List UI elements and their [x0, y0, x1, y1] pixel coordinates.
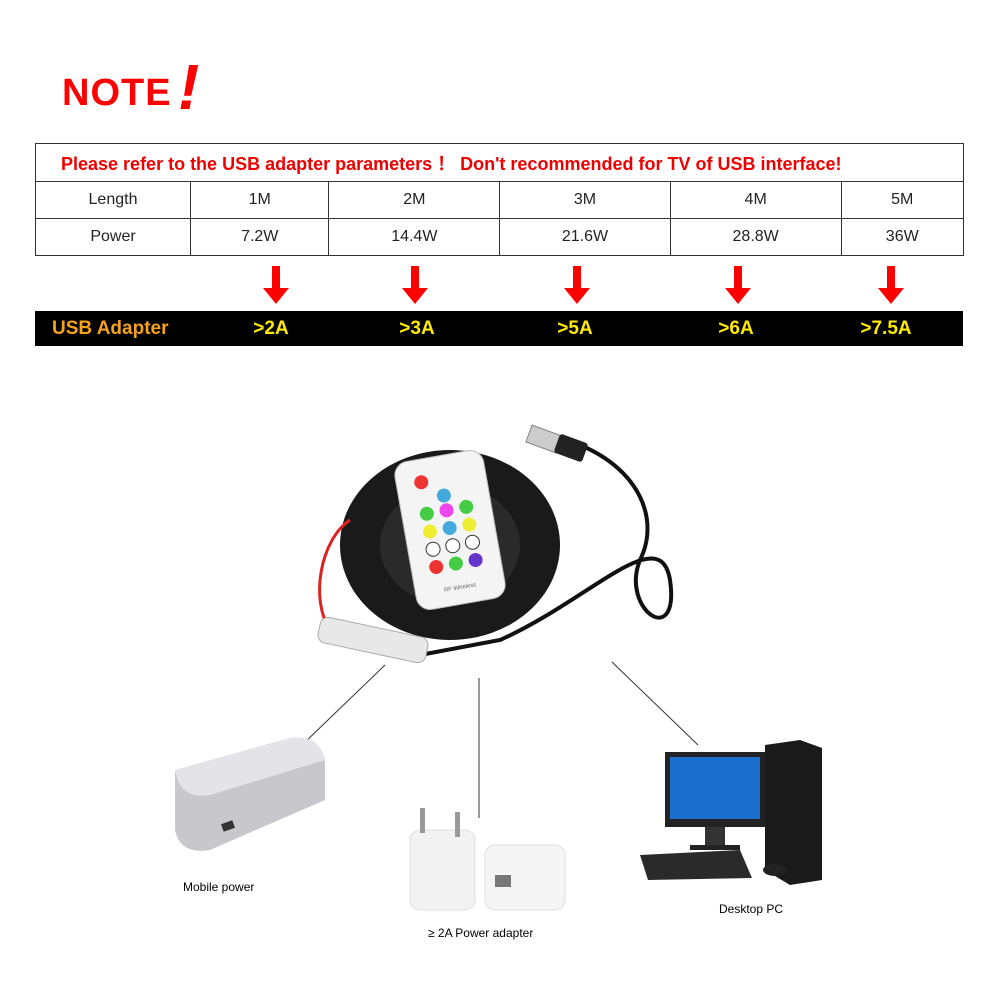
length-label: Length — [35, 181, 191, 219]
adapter-value: >6A — [718, 318, 754, 339]
desktop-pc — [640, 740, 822, 885]
caption-desktop-pc: Desktop PC — [719, 902, 783, 916]
power-cell: 36W — [840, 218, 964, 256]
power-cell: 21.6W — [499, 218, 671, 256]
arrow-down-icon — [878, 266, 904, 304]
table-row-length: Length 1M 2M 3M 4M 5M — [35, 181, 964, 219]
power-bank — [175, 737, 325, 851]
spec-table: Please refer to the USB adapter paramete… — [35, 143, 964, 256]
note-title: NOTE — [62, 72, 172, 114]
caption-mobile-power: Mobile power — [183, 880, 254, 894]
length-cell: 3M — [499, 181, 671, 219]
power-cell: 28.8W — [669, 218, 842, 256]
power-cell: 7.2W — [189, 218, 330, 256]
adapter-value: >3A — [399, 318, 435, 339]
remote-label: RF Wireless — [444, 582, 477, 594]
length-cell: 2M — [328, 181, 501, 219]
length-cell: 1M — [189, 181, 330, 219]
power-label: Power — [35, 218, 191, 256]
arrow-down-icon — [402, 266, 428, 304]
power-cell: 14.4W — [328, 218, 501, 256]
note-exclamation: ! — [178, 51, 200, 123]
usb-plug — [525, 424, 588, 462]
rf-remote: RF Wireless — [394, 450, 506, 610]
caption-power-adapter: ≥ 2A Power adapter — [428, 926, 533, 940]
usb-adapter-bar: USB Adapter >2A >3A >5A >6A >7.5A — [35, 311, 963, 346]
product-illustration: RF Wireless Mobile power ≥ 2A Power adap… — [175, 424, 822, 940]
adapter-value: >2A — [253, 318, 289, 339]
adapter-value: >7.5A — [860, 318, 912, 339]
length-cell: 5M — [840, 181, 964, 219]
arrow-down-icon — [564, 266, 590, 304]
power-adapter — [409, 808, 566, 911]
arrow-down-icon — [725, 266, 751, 304]
usb-adapter-label: USB Adapter — [52, 318, 169, 339]
warning-text: Please refer to the USB adapter paramete… — [35, 143, 964, 182]
arrow-down-icon — [263, 266, 289, 304]
table-row-power: Power 7.2W 14.4W 21.6W 28.8W 36W — [35, 218, 964, 256]
length-cell: 4M — [669, 181, 842, 219]
adapter-value: >5A — [557, 318, 593, 339]
controller — [317, 616, 429, 664]
